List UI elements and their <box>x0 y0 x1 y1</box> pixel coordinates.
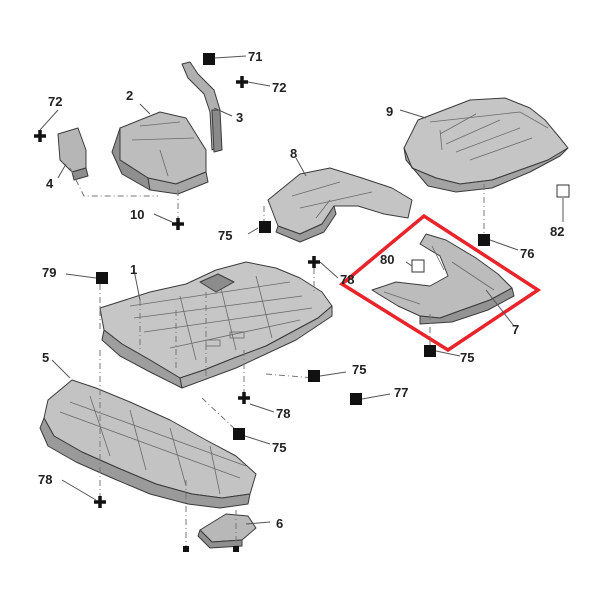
part-9-rear-tray <box>403 97 569 193</box>
callout-7: 7 <box>512 322 519 337</box>
callout-71: 71 <box>248 49 262 64</box>
part-5-front-lower-shield <box>39 379 257 509</box>
callout-75-b: 75 <box>460 350 474 365</box>
callout-leaders <box>39 55 564 525</box>
callout-78-c: 78 <box>38 472 52 487</box>
callout-80: 80 <box>380 252 394 267</box>
part-1-main-engine-shield <box>99 261 333 389</box>
callout-78-b: 78 <box>276 406 290 421</box>
callout-10: 10 <box>130 207 144 222</box>
callout-75-c: 75 <box>352 362 366 377</box>
callout-75-a: 75 <box>218 228 232 243</box>
callout-2: 2 <box>126 88 133 103</box>
callout-79: 79 <box>42 265 56 280</box>
callout-8: 8 <box>290 146 297 161</box>
part-3-bracket <box>181 61 223 153</box>
callout-75-d: 75 <box>272 440 286 455</box>
fastener-markers <box>34 53 570 552</box>
callout-6: 6 <box>276 516 283 531</box>
part-2-box-shield <box>111 111 209 195</box>
callout-1: 1 <box>130 262 137 277</box>
part-8-center-shield <box>267 167 413 243</box>
callout-72-right: 72 <box>272 80 286 95</box>
callout-3: 3 <box>236 110 243 125</box>
callout-5: 5 <box>42 350 49 365</box>
part-7-frame-shield <box>371 233 515 325</box>
callout-77: 77 <box>394 385 408 400</box>
callout-9: 9 <box>386 104 393 119</box>
callout-82: 82 <box>550 224 564 239</box>
part-6-small-deflector <box>197 513 257 549</box>
callout-78-a: 78 <box>340 272 354 287</box>
callout-4: 4 <box>46 176 54 191</box>
callout-76: 76 <box>520 246 534 261</box>
part-4-small-bracket <box>57 127 89 181</box>
highlight-frame <box>339 213 542 353</box>
callout-labels: 71 72 3 2 72 4 10 9 8 75 76 82 79 1 78 8… <box>38 49 564 531</box>
callout-72-left: 72 <box>48 94 62 109</box>
